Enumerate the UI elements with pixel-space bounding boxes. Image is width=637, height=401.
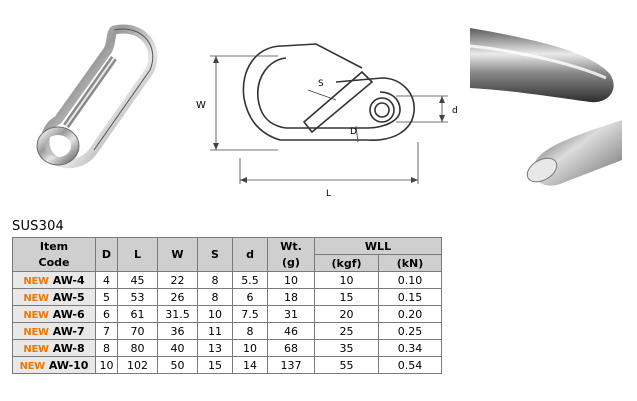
table-cell: 0.54 (378, 356, 442, 374)
table-cell: 46 (267, 322, 315, 340)
table-cell: 31 (267, 305, 315, 323)
table-cell: 8 (232, 322, 268, 340)
dim-s-label: S (318, 79, 324, 89)
table-cell: 36 (157, 322, 198, 340)
table-cell: 68 (267, 339, 315, 357)
table-cell: 4 (95, 271, 118, 289)
table-cell: 70 (117, 322, 158, 340)
header-kn: (kN) (378, 254, 442, 272)
table-cell: 26 (157, 288, 198, 306)
table-cell: 0.10 (378, 271, 442, 289)
table-cell: 8 (197, 288, 233, 306)
dim-w-label: W (196, 100, 206, 111)
bevel-tip-photo (526, 120, 622, 186)
table-cell: 45 (117, 271, 158, 289)
table-cell: 50 (157, 356, 198, 374)
table-cell: 15 (197, 356, 233, 374)
table-cell: 8 (95, 339, 118, 357)
table-cell: 35 (314, 339, 379, 357)
new-badge: NEW (23, 309, 49, 321)
header-s: S (197, 237, 233, 272)
table-cell: 102 (117, 356, 158, 374)
table-cell: 0.25 (378, 322, 442, 340)
header-d: D (95, 237, 118, 272)
table-cell: 10 (95, 356, 118, 374)
table-cell: 14 (232, 356, 268, 374)
table-cell: 7.5 (232, 305, 268, 323)
table-cell: 61 (117, 305, 158, 323)
table-cell: 7 (95, 322, 118, 340)
header-item-code: Item Code (12, 237, 96, 272)
table-cell: 10 (314, 271, 379, 289)
snap-hook-photo (36, 24, 158, 169)
dim-d-small-label: d (452, 106, 458, 116)
table-cell: 8 (197, 271, 233, 289)
table-cell: 53 (117, 288, 158, 306)
material-label: SUS304 (12, 219, 65, 234)
table-cell: 10 (267, 271, 315, 289)
table-cell: 40 (157, 339, 198, 357)
new-badge: NEW (23, 343, 49, 355)
header-wll: WLL (314, 237, 442, 255)
header-weight: Wt. (g) (267, 237, 315, 272)
new-badge: NEW (19, 360, 46, 372)
table-cell: 13 (197, 339, 233, 357)
table-cell: 31.5 (157, 305, 198, 323)
table-cell: 137 (267, 356, 315, 374)
new-badge: NEW (23, 326, 49, 338)
table-cell: 80 (117, 339, 158, 357)
table-cell: 5 (95, 288, 118, 306)
table-cell: 55 (314, 356, 379, 374)
header-l: L (117, 237, 158, 272)
header-kgf: (kgf) (314, 254, 379, 272)
table-cell: 10 (232, 339, 268, 357)
new-badge: NEW (23, 292, 49, 304)
table-cell: 11 (197, 322, 233, 340)
table-cell: 0.20 (378, 305, 442, 323)
table-cell: 18 (267, 288, 315, 306)
header-d-small: d (232, 237, 268, 272)
table-cell: 6 (95, 305, 118, 323)
table-cell: 20 (314, 305, 379, 323)
snap-hook-diagram: W S d D L (196, 43, 458, 198)
table-cell: 15 (314, 288, 379, 306)
header-w: W (157, 237, 198, 272)
table-cell: 5.5 (232, 271, 268, 289)
new-badge: NEW (23, 275, 49, 287)
dim-l-label: L (326, 189, 331, 198)
spec-table: Item Code D L W S d Wt. (g) WLL (kgf) (k… (12, 237, 442, 374)
dim-d-big-label: D (350, 127, 357, 137)
table-cell: 0.15 (378, 288, 442, 306)
table-cell: 25 (314, 322, 379, 340)
gate-tip-photo (470, 28, 614, 103)
table-cell: 10 (197, 305, 233, 323)
table-cell: 22 (157, 271, 198, 289)
table-cell: 6 (232, 288, 268, 306)
table-cell: 0.34 (378, 339, 442, 357)
